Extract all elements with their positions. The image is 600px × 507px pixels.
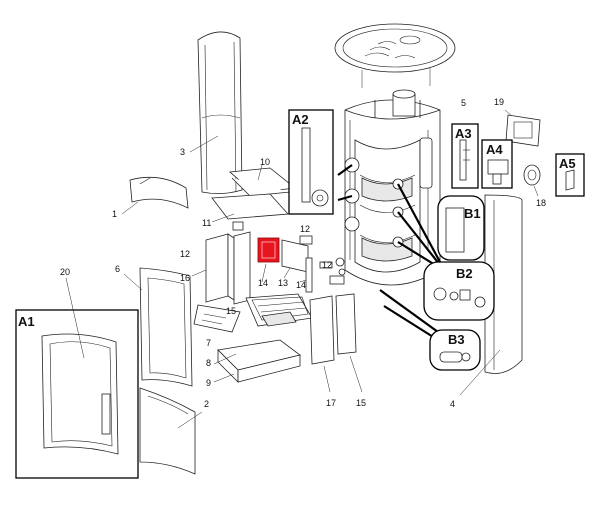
box-label-a2: A2 — [292, 112, 309, 127]
inset-b2[interactable] — [423, 261, 495, 321]
box-label-a3: A3 — [455, 126, 472, 141]
part-6-front-panel[interactable] — [123, 267, 193, 387]
part-number-11: 11 — [202, 218, 211, 228]
inset-b1[interactable] — [437, 195, 485, 261]
part-number-8: 8 — [206, 358, 211, 368]
box-label-a4: A4 — [486, 142, 503, 157]
part-number-16: 16 — [180, 273, 190, 283]
inset-a1[interactable] — [15, 277, 139, 479]
part-2-lower-panel[interactable] — [139, 387, 203, 475]
inset-a4[interactable] — [481, 139, 513, 189]
box-label-a5: A5 — [559, 156, 576, 171]
box-label-b3: B3 — [448, 332, 465, 347]
grate[interactable] — [245, 293, 313, 327]
stove-body[interactable] — [344, 89, 441, 286]
box-label-a1: A1 — [18, 314, 35, 329]
part-15-brick-right[interactable] — [335, 293, 363, 393]
part-number-14-left: 14 — [258, 278, 268, 288]
part-number-3: 3 — [180, 147, 185, 157]
part-19-plate[interactable] — [504, 109, 541, 147]
part-number-19: 19 — [494, 97, 504, 107]
inset-a3[interactable] — [451, 123, 479, 189]
part-14-rod[interactable] — [299, 257, 313, 293]
part-number-12-top: 12 — [300, 224, 310, 234]
part-number-9: 9 — [206, 378, 211, 388]
part-number-17: 17 — [326, 398, 336, 408]
part-number-14-right: 14 — [296, 280, 306, 290]
part-14-highlighted[interactable] — [257, 237, 280, 283]
part-number-13: 13 — [278, 278, 288, 288]
part-15-brick-left[interactable] — [232, 221, 251, 305]
part-number-1: 1 — [112, 209, 117, 219]
part-17-brick[interactable] — [309, 295, 335, 393]
part-1-curved-side[interactable] — [121, 176, 189, 215]
part-number-5: 5 — [461, 98, 466, 108]
box-label-b2: B2 — [456, 266, 473, 281]
part-11-baffle[interactable] — [211, 193, 289, 223]
part-7-bracket[interactable] — [193, 304, 241, 333]
part-number-15-left: 15 — [226, 306, 236, 316]
box-label-b1: B1 — [464, 206, 481, 221]
part-4-back-shell[interactable] — [459, 194, 523, 396]
part-number-18: 18 — [536, 198, 546, 208]
part-number-10: 10 — [260, 157, 270, 167]
part-16-brick[interactable] — [191, 233, 235, 303]
part-number-4: 4 — [450, 399, 455, 409]
part-number-12-right: 12 — [322, 260, 332, 270]
part-number-12-left: 12 — [180, 249, 190, 259]
inset-b3[interactable] — [429, 329, 481, 371]
inset-a5[interactable] — [555, 153, 585, 197]
part-12-small-parts[interactable] — [319, 257, 346, 285]
part-5-top-lid[interactable] — [334, 23, 456, 88]
part-number-6: 6 — [115, 264, 120, 274]
part-number-7: 7 — [206, 338, 211, 348]
inset-a2[interactable] — [288, 109, 334, 215]
part-number-2: 2 — [204, 399, 209, 409]
part-number-15-right: 15 — [356, 398, 366, 408]
part-number-20: 20 — [60, 267, 70, 277]
part-3-tall-shield[interactable] — [189, 31, 243, 194]
part-8-ash-pan[interactable] — [213, 339, 301, 383]
part-18-knob[interactable] — [523, 164, 541, 197]
